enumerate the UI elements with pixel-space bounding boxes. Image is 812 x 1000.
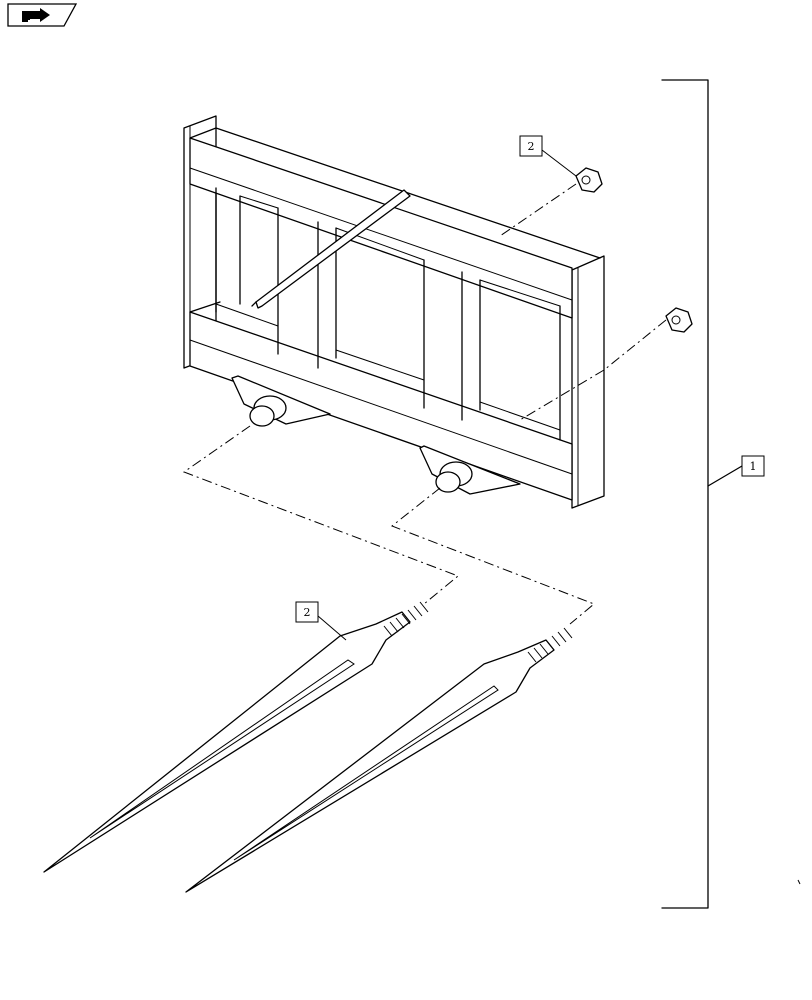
callout-frame-assembly[interactable]: 1 <box>741 455 765 477</box>
return-arrow-icon[interactable] <box>7 3 78 27</box>
svg-text:1: 1 <box>750 460 757 473</box>
mounting-pin-left <box>249 395 287 427</box>
hex-nut-upper <box>575 167 603 193</box>
assembly-bracket <box>661 79 743 909</box>
mounting-pin-right <box>435 461 473 493</box>
edge-mark <box>797 879 801 885</box>
hex-nut-lower <box>665 307 693 333</box>
tine-right <box>185 627 573 893</box>
center-lines <box>182 183 667 625</box>
tine-left <box>43 601 429 873</box>
svg-text:2: 2 <box>304 606 311 619</box>
svg-text:2: 2 <box>528 140 535 153</box>
callout-nut-upper[interactable]: 2 <box>519 135 577 177</box>
hay-spear-frame <box>183 115 605 509</box>
callout-tine[interactable]: 2 <box>295 601 347 641</box>
